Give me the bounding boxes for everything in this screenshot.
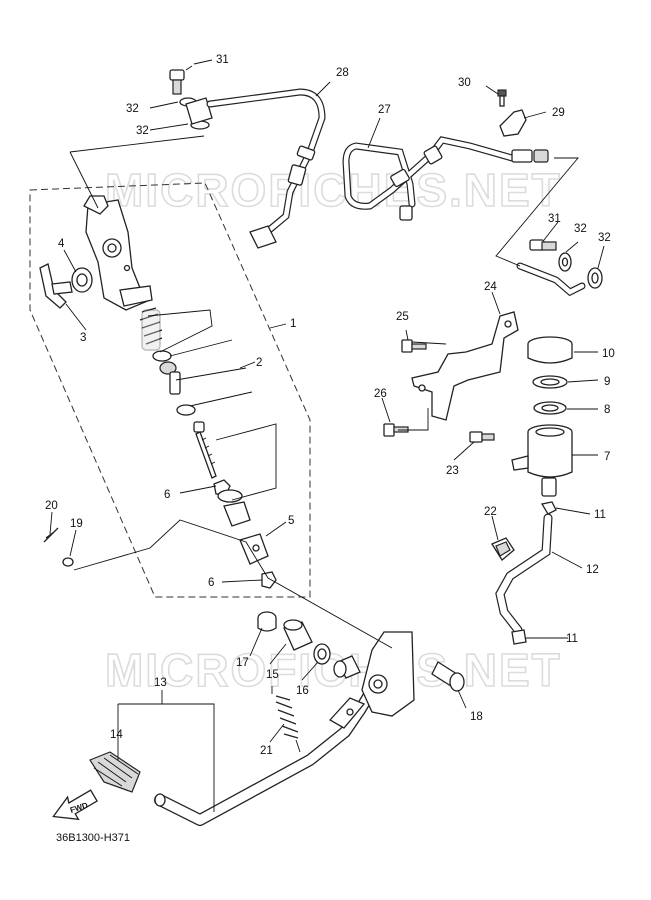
callout-labels: 31 32 32 28 27 30 29 31 32 32 24 25 10 9… [45,54,615,757]
clamp-part-29[interactable] [499,109,527,137]
diaphragm-plate-part-9[interactable] [532,375,568,389]
cotter-pin-part-20[interactable] [43,527,59,543]
callout-29: 29 [552,107,565,119]
fitting-part-3[interactable] [39,263,73,309]
hose-end-right[interactable] [516,262,586,297]
bracket-part-24[interactable] [411,311,519,421]
callout-6-lower: 6 [208,577,214,589]
banjo-bolt-part-31-left[interactable] [169,69,185,95]
callout-15: 15 [266,669,279,681]
callout-32-a: 32 [126,103,139,115]
brake-pedal-part-13[interactable] [154,631,415,826]
hose-clip-part-11-lower[interactable] [511,629,527,645]
pivot-pin-part-18[interactable] [431,661,465,692]
watermark-top: MICROFICHES.NET [105,164,562,216]
callout-9: 9 [604,376,610,388]
push-rod[interactable] [193,421,217,479]
piston-seal[interactable] [176,404,196,416]
callout-3: 3 [80,332,86,344]
hose-part-12[interactable] [495,513,553,635]
washer-part-19[interactable] [62,557,74,567]
brake-hose-part-28[interactable] [185,88,326,249]
callout-14: 14 [110,729,123,741]
watermark-bottom: MICROFICHES.NET [105,644,562,696]
callout-32-b: 32 [136,125,149,137]
dust-boot[interactable] [217,489,251,527]
bolt-part-26[interactable] [383,423,409,437]
piston[interactable] [159,361,181,395]
callout-20: 20 [45,500,58,512]
screw-part-30[interactable] [497,89,507,107]
piston-cup[interactable] [152,350,172,362]
diagram-code: 36B1300-H371 [56,832,130,844]
callout-32-c: 32 [574,223,587,235]
bolt-part-23[interactable] [469,431,495,443]
callout-24: 24 [484,281,497,293]
hose-holder-part-22[interactable] [491,537,515,561]
callout-10: 10 [602,348,615,360]
banjo-bolt-part-31-right[interactable] [529,239,557,251]
gasket-part-32-c[interactable] [558,252,572,272]
seal-part-4[interactable] [71,267,93,293]
hose-part-27[interactable] [342,136,549,221]
callout-28: 28 [336,67,349,79]
washer-part-16[interactable] [313,643,331,665]
callout-8: 8 [604,404,610,416]
callout-4: 4 [58,238,65,250]
reservoir-cap-part-10[interactable] [527,336,573,364]
callout-30: 30 [458,77,471,89]
callout-5: 5 [288,515,294,527]
callout-26: 26 [374,388,387,400]
gasket-part-32-d[interactable] [587,267,603,289]
return-spring[interactable] [139,307,163,351]
callout-27: 27 [378,104,391,116]
callout-17: 17 [236,657,249,669]
pedal-shaft[interactable] [333,655,361,679]
callout-11-lower: 11 [566,633,578,645]
clevis-part-5[interactable] [239,533,269,565]
collar-part-15[interactable] [283,619,313,651]
nut-part-6-lower[interactable] [261,571,277,589]
bolt-part-25[interactable] [401,339,427,353]
bushing-part-17[interactable] [257,611,277,632]
callout-25: 25 [396,311,409,323]
callout-16: 16 [296,685,309,697]
callout-19: 19 [70,518,83,530]
callout-22: 22 [484,506,497,518]
leader-lines [49,59,605,812]
pedal-tip-washer[interactable] [154,793,166,807]
callout-6-upper: 6 [164,489,170,501]
assembly-outline [29,182,311,598]
fwd-arrow-icon: FWD [52,789,98,821]
callout-1: 1 [290,318,296,330]
callout-2: 2 [256,357,262,369]
diaphragm-part-8[interactable] [533,401,567,415]
callout-7: 7 [604,451,610,463]
callout-31-right: 31 [548,213,561,225]
return-spring-part-21[interactable] [271,686,301,753]
pedal-rubber-part-14[interactable] [89,751,141,793]
callout-21: 21 [260,745,273,757]
reservoir-tank-part-7[interactable] [511,424,573,497]
master-cylinder-body[interactable] [83,195,153,311]
callout-11-upper: 11 [594,509,606,521]
callout-18: 18 [470,711,483,723]
hose-clip-part-11-upper[interactable] [540,501,557,515]
callout-31-left: 31 [216,54,229,66]
callout-23: 23 [446,465,459,477]
callout-13: 13 [154,677,167,689]
callout-12: 12 [586,564,599,576]
callout-32-d: 32 [598,232,611,244]
